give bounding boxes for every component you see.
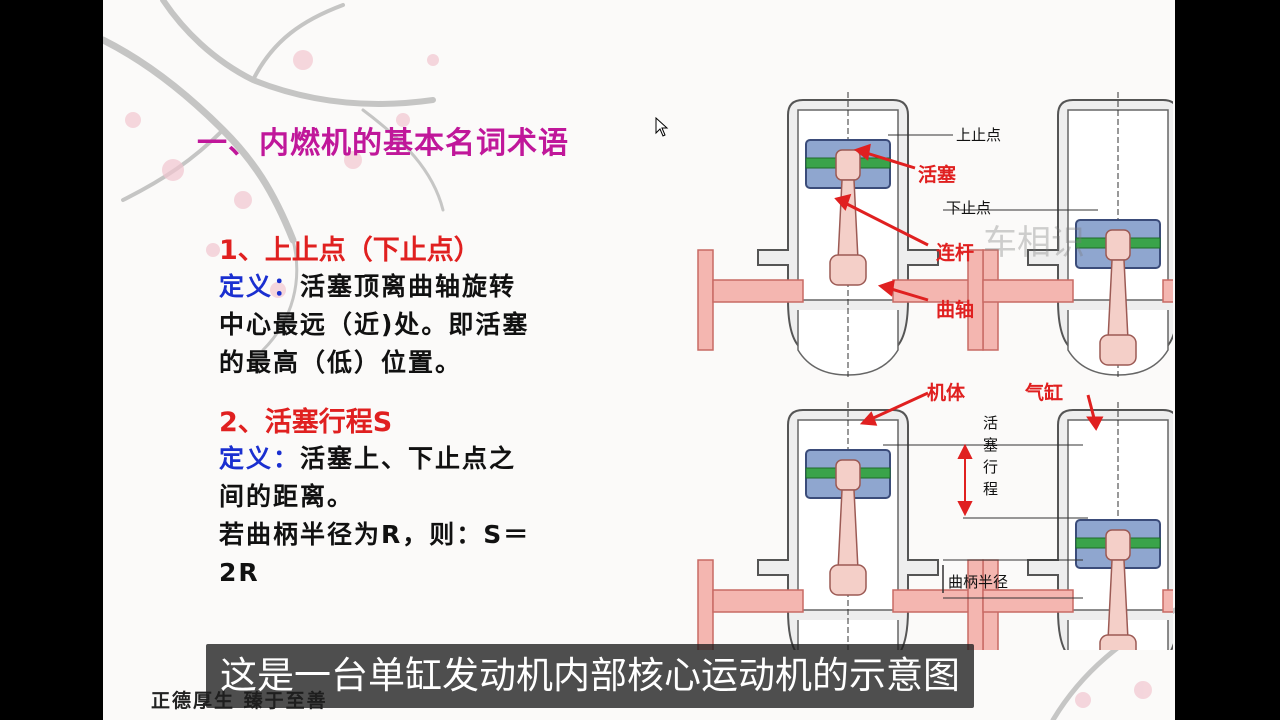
- item2-def-label: 定义：: [219, 444, 301, 473]
- item1-definition: 定义：活塞顶离曲轴旋转 中心最远（近)处。即活塞 的最高（低）位置。: [219, 268, 609, 382]
- item2-definition: 定义：活塞上、下止点之 间的距离。 若曲柄半径为R，则：S＝ 2R: [219, 440, 609, 592]
- slide-title: 一、内燃机的基本名词术语: [197, 126, 569, 161]
- engine-diagram: [697, 91, 1173, 650]
- item2-line1: 活塞上、下止点之: [300, 444, 517, 473]
- label-stroke: 活 塞 行 程: [983, 414, 999, 498]
- mouse-cursor-icon: [655, 117, 669, 137]
- item1-heading: 1、上止点（下止点）: [219, 235, 481, 266]
- item2-line2: 间的距离。: [219, 482, 355, 511]
- label-tdc: 上止点: [956, 126, 1002, 144]
- label-crank: 曲轴: [936, 299, 975, 321]
- item1-line1: 活塞顶离曲轴旋转: [300, 272, 517, 301]
- video-subtitle: 这是一台单缸发动机内部核心运动机的示意图: [206, 644, 974, 708]
- item1-line2: 中心最远（近)处。即活塞: [219, 310, 530, 339]
- item1-def-label: 定义：: [219, 272, 301, 301]
- watermark: 车相识: [983, 223, 1085, 263]
- item2-line3: 若曲柄半径为R，则：S＝: [219, 520, 531, 549]
- label-piston: 活塞: [918, 164, 957, 186]
- label-bdc: 下止点: [946, 199, 992, 217]
- item1-line3: 的最高（低）位置。: [219, 348, 463, 377]
- label-cylinder: 气缸: [1025, 382, 1064, 404]
- label-rod: 连杆: [936, 242, 975, 264]
- item2-line4: 2R: [219, 558, 260, 587]
- label-body: 机体: [927, 382, 966, 404]
- item2-heading: 2、活塞行程S: [219, 407, 393, 438]
- slide: 一、内燃机的基本名词术语 1、上止点（下止点） 定义：活塞顶离曲轴旋转 中心最远…: [103, 0, 1175, 720]
- label-crank-radius: 曲柄半径: [948, 573, 1009, 591]
